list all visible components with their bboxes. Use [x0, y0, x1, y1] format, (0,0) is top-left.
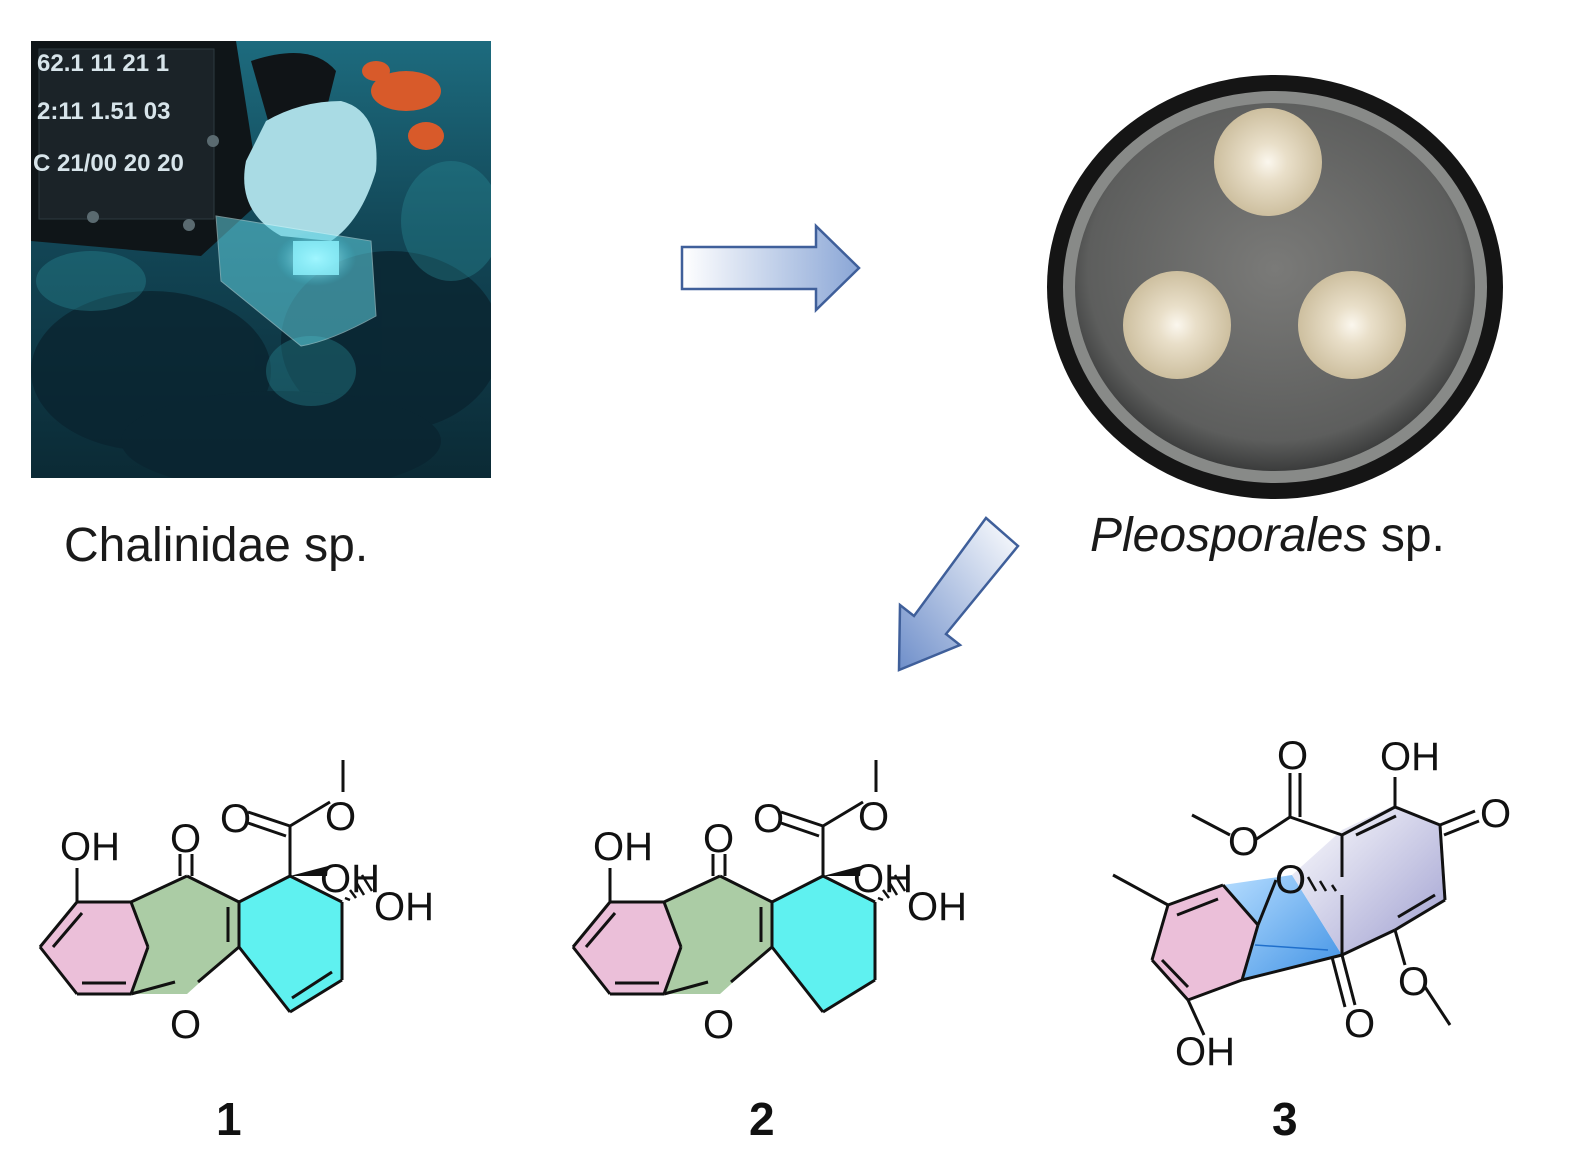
- cmpd1-ring-o: O: [170, 1003, 201, 1047]
- fungal-colony-left: [1123, 271, 1231, 379]
- cmpd3-oh-bottom: OH: [1175, 1030, 1235, 1074]
- cmpd1-ester-o1: O: [220, 797, 251, 841]
- sponge-photo: 62.1 11 21 1 2:11 1.51 03 C 21/00 20 20: [31, 41, 501, 491]
- overlay-line-3: C 21/00 20 20: [33, 150, 184, 177]
- cmpd2-ester-o1: O: [753, 797, 784, 841]
- sponge-label-text: Chalinidae sp.: [64, 519, 369, 572]
- compound-1-number: 1: [216, 1093, 242, 1145]
- overlay-line-2: 2:11 1.51 03: [37, 98, 170, 125]
- cmpd1-oh-left: OH: [60, 825, 120, 869]
- petri-dish-photo: [1040, 72, 1510, 512]
- cmpd2-oh-2: OH: [907, 885, 967, 929]
- cmpd2-oh-1: OH: [853, 857, 913, 901]
- cmpd1-ester-o2: O: [325, 795, 356, 839]
- cmpd2-ketone-o: O: [703, 817, 734, 861]
- cmpd2-ester-o2: O: [858, 795, 889, 839]
- cmpd1-oh-2: OH: [374, 885, 434, 929]
- fungus-genus: Pleosporales: [1090, 509, 1368, 562]
- arrow-down-left: [897, 516, 1020, 672]
- cmpd3-ring-o: O: [1275, 858, 1306, 902]
- cmpd3-ester-o2: O: [1228, 820, 1259, 864]
- cmpd3-ketone-bottom: O: [1344, 1002, 1375, 1046]
- cmpd3-ester-o1: O: [1277, 734, 1308, 778]
- fungus-label: Pleosporales sp.: [1090, 508, 1445, 563]
- arrow-right: [680, 223, 861, 313]
- compound-2-number: 2: [749, 1093, 775, 1145]
- fungal-colony-top: [1214, 108, 1322, 216]
- overlay-line-1: 62.1 11 21 1: [37, 50, 169, 77]
- compound-3-structure: O O OH O O O O OH: [1112, 734, 1511, 1074]
- compound-1-structure: OH O O O O OH OH: [38, 760, 434, 1047]
- cmpd1-oh-1: OH: [320, 857, 380, 901]
- cmpd2-ring-o: O: [703, 1003, 734, 1047]
- cmpd3-methoxy-o: O: [1398, 960, 1429, 1004]
- cmpd3-oh-top: OH: [1380, 735, 1440, 779]
- cmpd2-oh-left: OH: [593, 825, 653, 869]
- compound-3-number: 3: [1272, 1093, 1298, 1145]
- compound-2-structure: OH O O O O OH OH: [571, 760, 967, 1047]
- fungal-colony-right: [1298, 271, 1406, 379]
- cmpd1-ketone-o: O: [170, 817, 201, 861]
- sponge-label: Chalinidae sp.: [64, 518, 368, 573]
- fungus-sp: sp.: [1367, 509, 1445, 562]
- cmpd3-ketone-right: O: [1480, 792, 1511, 836]
